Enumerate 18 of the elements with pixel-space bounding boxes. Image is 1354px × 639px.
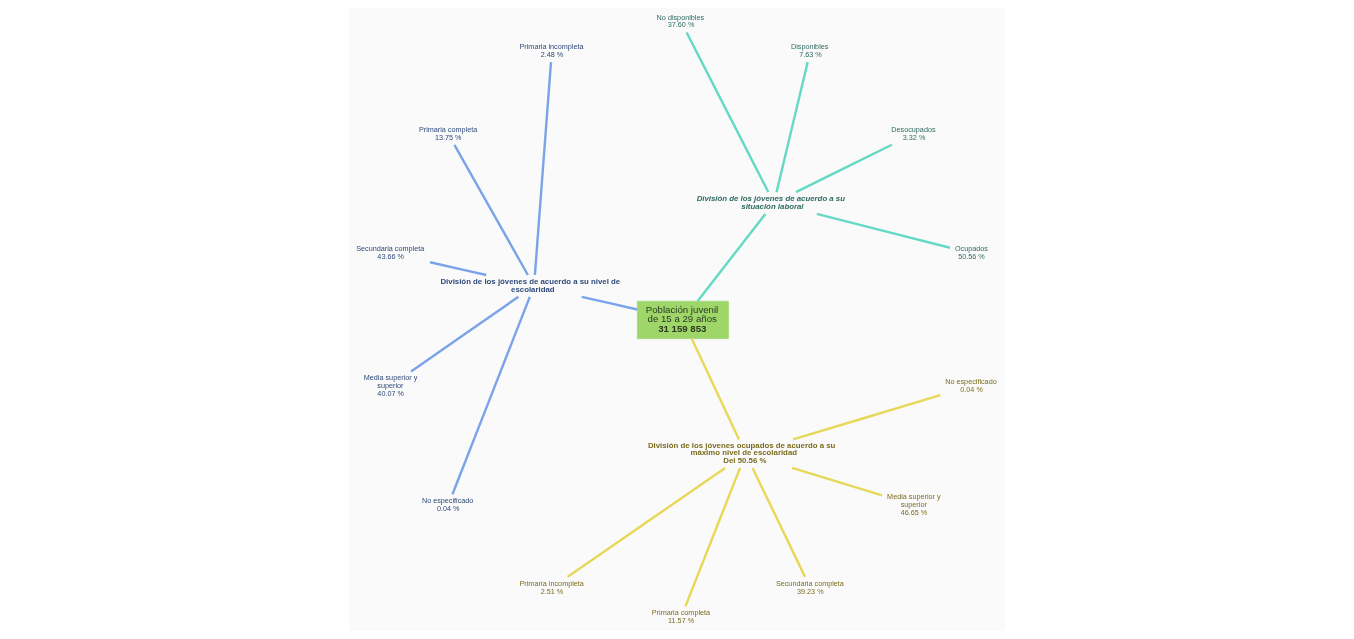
- connector: [453, 144, 529, 276]
- connector: [696, 213, 767, 302]
- connector: [410, 295, 520, 373]
- connector: [795, 143, 893, 194]
- connector: [567, 466, 726, 578]
- connector: [792, 394, 941, 441]
- connector: [751, 467, 807, 578]
- connector: [429, 261, 487, 277]
- connector: [775, 61, 809, 193]
- connector: [451, 296, 531, 495]
- connector: [533, 62, 553, 276]
- connector: [684, 467, 742, 607]
- connector: [791, 466, 883, 497]
- connector: [690, 338, 741, 440]
- connector: [685, 32, 770, 193]
- connector: [581, 295, 638, 311]
- node-box: Población juvenil de 15 a 29 años 31 159 853: [637, 300, 729, 339]
- connector: [816, 212, 951, 249]
